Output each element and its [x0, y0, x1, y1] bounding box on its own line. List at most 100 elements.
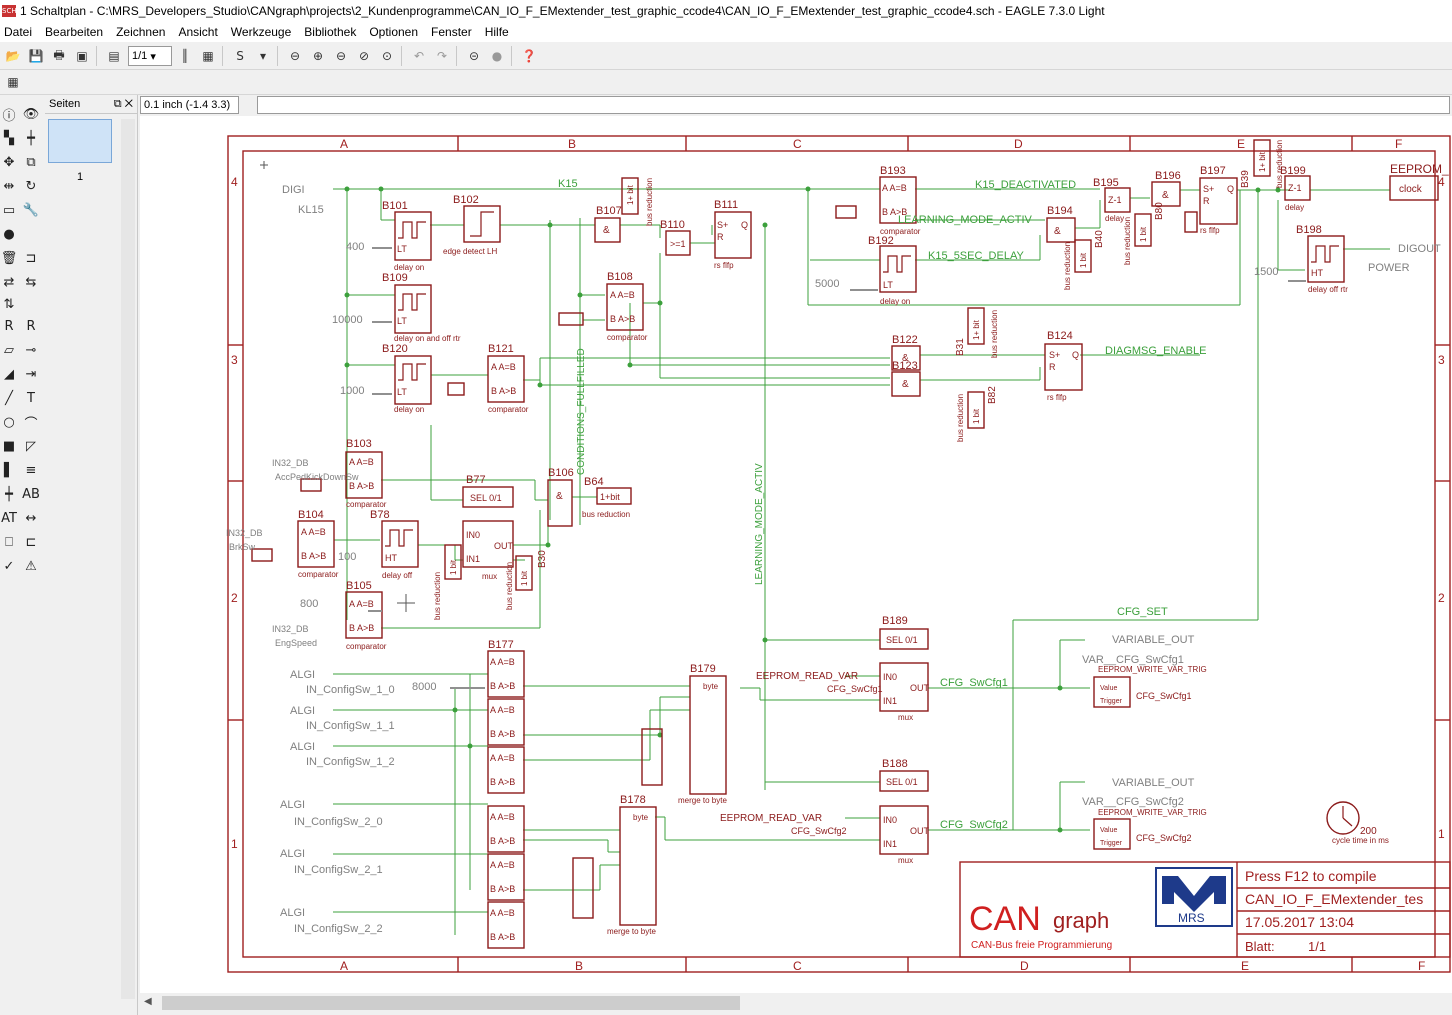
block-b193[interactable]: [879, 176, 917, 224]
block-b178[interactable]: [619, 806, 657, 926]
mark-icon[interactable]: ┿: [27, 130, 35, 146]
stop-icon[interactable]: ⊝: [468, 49, 480, 63]
menu-zeichnen[interactable]: Zeichnen: [116, 25, 166, 39]
net-icon[interactable]: ≡: [25, 462, 37, 478]
menu-optionen[interactable]: Optionen: [369, 25, 419, 39]
go-icon[interactable]: ●: [491, 49, 503, 63]
erc-icon[interactable]: ✓: [3, 558, 15, 574]
attribute-icon[interactable]: AT: [1, 510, 17, 526]
horizontal-scrollbar[interactable]: ◀: [140, 993, 1452, 1015]
miter-icon[interactable]: ⊸: [25, 342, 37, 358]
const-b193[interactable]: [835, 205, 857, 219]
show-icon[interactable]: 👁: [22, 106, 40, 122]
block-eeprom-clock[interactable]: [1389, 175, 1439, 201]
const-b121[interactable]: [447, 382, 465, 396]
mirror-icon[interactable]: ⇹: [3, 178, 15, 194]
const-stack-b178[interactable]: [572, 857, 594, 919]
block-b78[interactable]: [381, 520, 419, 568]
delete-icon[interactable]: 🗑: [0, 250, 18, 266]
circle-icon[interactable]: ○: [3, 414, 15, 430]
bus-icon[interactable]: ▌: [4, 462, 14, 478]
block-b108[interactable]: [606, 283, 644, 331]
menu-datei[interactable]: Datei: [4, 25, 33, 39]
junction-icon[interactable]: ┿: [5, 486, 13, 502]
block-b104[interactable]: [297, 520, 335, 568]
block-b82[interactable]: [967, 391, 985, 429]
block-b121[interactable]: [487, 355, 525, 403]
block-busred-b77[interactable]: [444, 544, 462, 580]
script-icon[interactable]: S: [236, 49, 244, 63]
block-b177-1[interactable]: [487, 650, 525, 698]
block-b177-5[interactable]: [487, 853, 525, 901]
rect-icon[interactable]: ■: [2, 438, 16, 454]
smash-icon[interactable]: ▱: [4, 342, 14, 358]
wire-icon[interactable]: ╱: [5, 390, 13, 406]
sheet-selector[interactable]: 1/1 ▾: [128, 46, 172, 66]
zoom-in-icon[interactable]: ⊕: [312, 49, 324, 63]
block-b177-2[interactable]: [487, 698, 525, 746]
block-b80-lower[interactable]: [515, 555, 533, 591]
block-b179[interactable]: [689, 675, 727, 795]
block-b177-6[interactable]: [487, 901, 525, 949]
block-b123[interactable]: [891, 371, 921, 397]
block-b31[interactable]: [967, 307, 985, 345]
block-b107[interactable]: [594, 217, 621, 243]
menu-bibliothek[interactable]: Bibliothek: [304, 25, 357, 39]
info-icon[interactable]: ⓘ: [2, 108, 16, 124]
zoom-redraw-icon[interactable]: ⊘: [358, 49, 370, 63]
menu-hilfe[interactable]: Hilfe: [484, 25, 509, 39]
schematic-canvas[interactable]: A B C D E F A B C D E F 4 3 2 1 4 3 2 1: [140, 116, 1452, 993]
copy-icon[interactable]: ⧉: [26, 154, 36, 170]
text-icon[interactable]: T: [27, 390, 35, 406]
errors-icon[interactable]: ⚠: [25, 558, 37, 574]
menu-fenster[interactable]: Fenster: [431, 25, 472, 39]
label-icon[interactable]: AB: [22, 486, 40, 502]
display-icon[interactable]: ▚: [4, 130, 14, 146]
invoke-icon[interactable]: ⇥: [25, 366, 37, 382]
pinswap-icon[interactable]: ⇄: [3, 274, 15, 290]
board-switch-icon[interactable]: ▦: [202, 49, 214, 63]
const-b104[interactable]: [251, 548, 273, 562]
block-b199[interactable]: [1284, 175, 1311, 201]
command-line-input[interactable]: [257, 96, 1450, 114]
block-b77[interactable]: [462, 520, 514, 568]
block-b39[interactable]: [1253, 139, 1271, 177]
const-stack-b179[interactable]: [641, 728, 663, 786]
undo-icon[interactable]: ↶: [413, 49, 425, 63]
undock-icon[interactable]: ⧉: [113, 97, 122, 110]
menu-bearbeiten[interactable]: Bearbeiten: [45, 25, 104, 39]
block-b107-busred[interactable]: [621, 177, 639, 215]
polygon-icon[interactable]: ◸: [26, 438, 36, 454]
block-b40[interactable]: [1074, 239, 1092, 273]
block-b177-4[interactable]: [487, 805, 525, 853]
menu-ansicht[interactable]: Ansicht: [178, 25, 218, 39]
block-b102[interactable]: [463, 205, 501, 243]
add-icon[interactable]: ⊐: [25, 250, 37, 266]
arc-icon[interactable]: ⌒: [24, 416, 38, 432]
block-b198[interactable]: [1307, 235, 1345, 283]
name-icon[interactable]: R: [4, 318, 14, 334]
block-b111[interactable]: [714, 211, 752, 259]
const-b108[interactable]: [558, 312, 584, 326]
block-b189[interactable]: [879, 662, 929, 712]
gateswap-icon[interactable]: ⇆: [25, 274, 37, 290]
grid-icon[interactable]: ▦: [7, 75, 19, 89]
help-icon[interactable]: ❓: [521, 49, 537, 63]
pages-scrollbar[interactable]: [121, 119, 135, 999]
block-b177-3[interactable]: [487, 746, 525, 794]
block-b80[interactable]: [1134, 213, 1152, 247]
block-b77-sel[interactable]: [462, 486, 514, 508]
value-icon[interactable]: R: [26, 318, 36, 334]
replace-icon[interactable]: ⇅: [3, 296, 15, 312]
block-b188[interactable]: [879, 805, 929, 855]
block-b188-sel[interactable]: [879, 770, 929, 792]
module-icon[interactable]: ⊏: [25, 534, 37, 550]
block-b197[interactable]: [1199, 177, 1238, 225]
block-b103[interactable]: [345, 451, 383, 499]
menu-werkzeuge[interactable]: Werkzeuge: [230, 25, 292, 39]
block-b124[interactable]: [1044, 343, 1083, 391]
split-icon[interactable]: ◢: [4, 366, 14, 382]
sheet-icon[interactable]: ▤: [108, 49, 120, 63]
block-eeprom-write-2[interactable]: [1093, 818, 1131, 850]
page-thumbnail[interactable]: [48, 119, 112, 163]
